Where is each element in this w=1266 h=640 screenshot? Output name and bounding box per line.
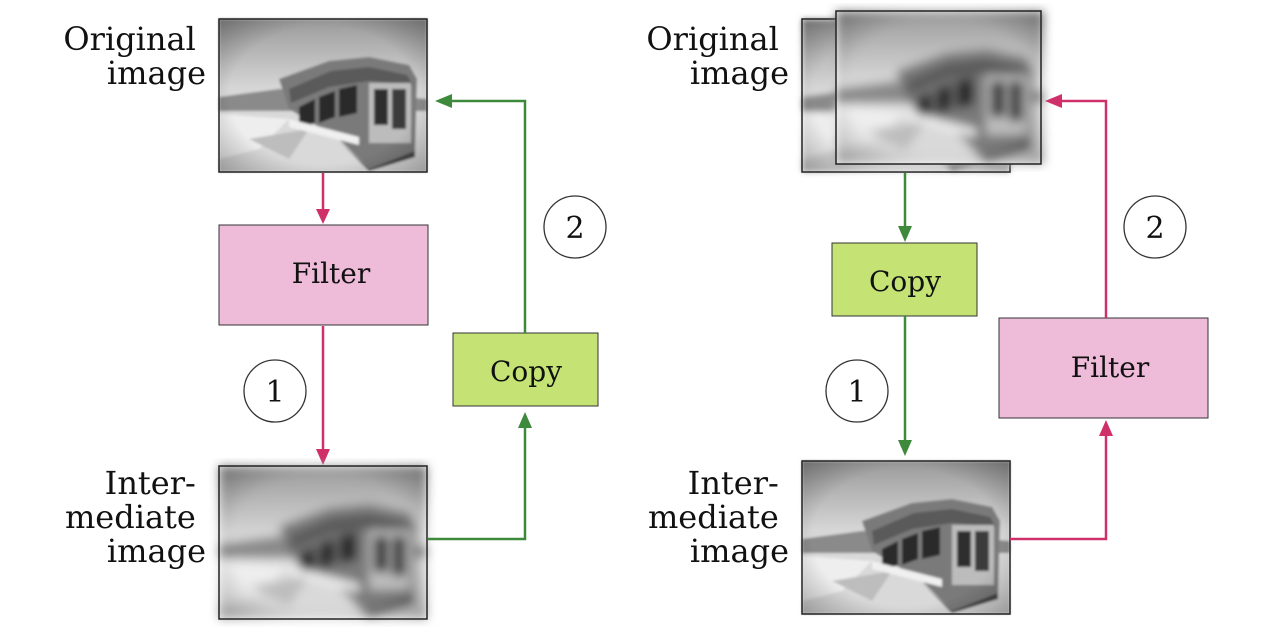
- svg-text:2: 2: [565, 211, 584, 246]
- left-filter-box: Filter: [218, 224, 429, 326]
- left-original-label: Original image: [63, 20, 206, 92]
- arrow-head-icon: [435, 94, 452, 108]
- svg-text:1: 1: [265, 375, 284, 410]
- arrow-head-icon: [316, 449, 330, 465]
- right-copy-label: Copy: [869, 265, 941, 298]
- right-original-label: Original image: [646, 20, 789, 92]
- left-panel: Original image Filter 1 I: [63, 18, 607, 620]
- arrow-head-icon: [1045, 94, 1062, 108]
- arrow-head-icon: [898, 226, 912, 242]
- left-intermediate-label: Inter- mediate image: [65, 464, 206, 570]
- left-intermediate-photo: [218, 465, 428, 620]
- right-copy-box: Copy: [831, 242, 978, 317]
- right-step2-circle: 2: [1123, 195, 1187, 259]
- right-intermediate-photo: [801, 460, 1011, 615]
- right-panel: Original image Copy: [646, 10, 1209, 615]
- left-arrow-copy-to-original: [435, 94, 527, 333]
- bus-photo-icon: [802, 461, 1010, 614]
- bus-photo-icon: [219, 19, 427, 172]
- right-arrow-intermediate-to-filter: [1010, 420, 1113, 541]
- right-filtered-photo-overlay: [835, 10, 1044, 165]
- arrow-head-icon: [518, 412, 532, 428]
- left-copy-label: Copy: [490, 355, 562, 388]
- bus-photo-icon: [836, 11, 1044, 164]
- right-filter-box: Filter: [998, 317, 1209, 419]
- left-step2-circle: 2: [543, 195, 607, 259]
- left-step1-circle: 1: [243, 359, 307, 423]
- right-arrow-filter-to-original: [1045, 94, 1108, 318]
- left-filter-label: Filter: [292, 257, 371, 290]
- svg-text:1: 1: [847, 375, 866, 410]
- arrow-head-icon: [1099, 420, 1113, 436]
- right-arrow-copy-to-intermediate: [898, 316, 912, 456]
- bus-photo-icon: [219, 466, 427, 619]
- right-intermediate-label: Inter- mediate image: [648, 464, 789, 570]
- left-arrow-filter-to-intermediate: [316, 326, 330, 465]
- right-arrow-original-to-copy: [898, 173, 912, 242]
- svg-text:2: 2: [1145, 211, 1164, 246]
- arrow-head-icon: [316, 209, 330, 224]
- arrow-head-icon: [898, 440, 912, 456]
- left-arrow-intermediate-to-copy: [428, 412, 532, 541]
- right-filter-label: Filter: [1071, 351, 1150, 384]
- left-arrow-original-to-filter: [316, 173, 330, 224]
- right-step1-circle: 1: [825, 359, 889, 423]
- left-original-photo: [218, 18, 428, 173]
- left-copy-box: Copy: [452, 332, 599, 407]
